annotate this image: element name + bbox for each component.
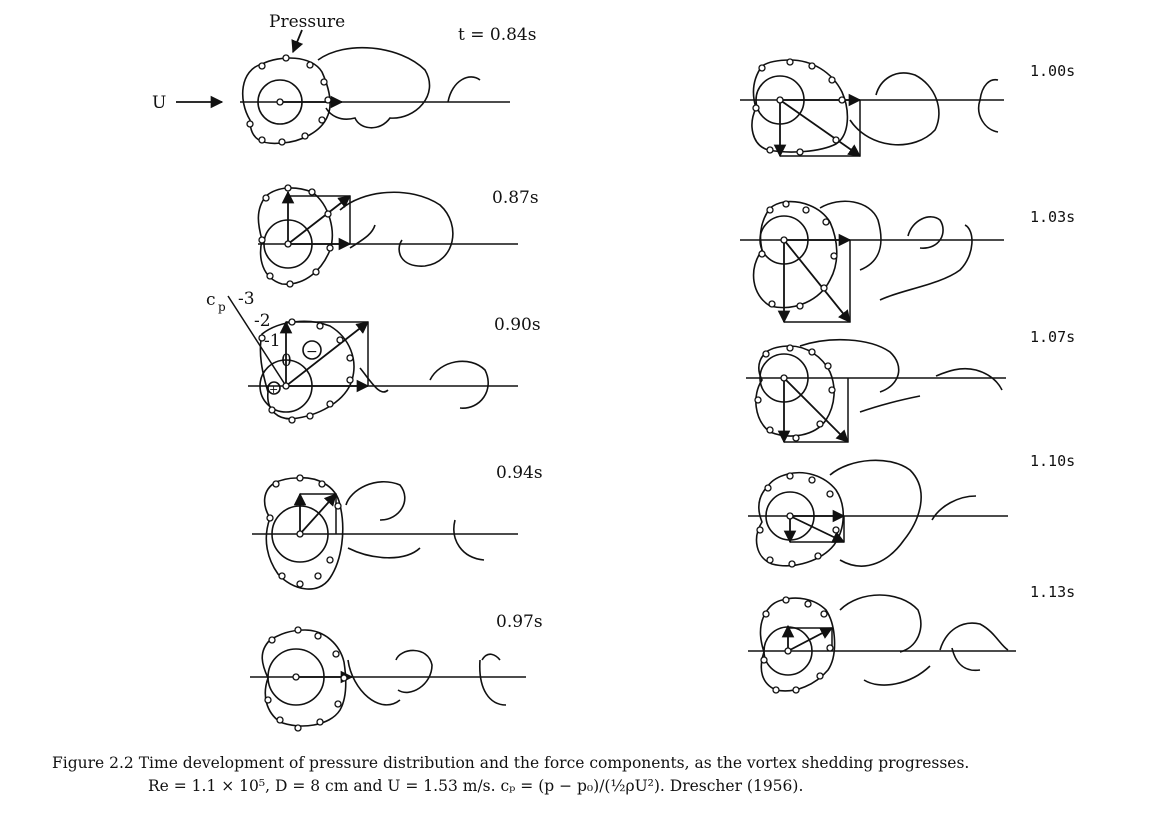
frame-left-5: 0.97s — [250, 612, 543, 732]
caption-line-2: Re = 1.1 × 10⁵, D = 8 cm and U = 1.53 m/… — [148, 777, 804, 795]
pressure-envelope — [242, 57, 331, 145]
time-label: 1.03s — [1030, 208, 1075, 226]
pressure-pointer-arrow — [291, 29, 304, 54]
time-label: 0.94s — [496, 463, 543, 483]
time-label: 0.87s — [492, 188, 539, 208]
svg-text:p: p — [218, 300, 226, 314]
frame-left-4: 0.94s — [252, 463, 543, 590]
frame-left-2: 0.87s — [257, 184, 539, 288]
minus-region-marker — [302, 340, 322, 360]
caption-line-1: Figure 2.2 Time development of pressure … — [52, 754, 970, 772]
figure-caption: Figure 2.2 Time development of pressure … — [52, 752, 1142, 798]
flow-velocity-label: U — [152, 93, 166, 113]
pressure-label: Pressure — [269, 12, 345, 32]
svg-text:-2: -2 — [254, 311, 271, 331]
cp-scale: c p -3 -2 -1 0 — [206, 289, 292, 387]
time-label: 0.97s — [496, 612, 543, 632]
svg-text:-3: -3 — [238, 289, 255, 309]
time-label: 1.10s — [1030, 452, 1075, 470]
time-label: t = 0.84s — [458, 25, 536, 45]
svg-text:−: − — [306, 344, 318, 360]
svg-text:c: c — [206, 290, 216, 310]
time-label: 1.00s — [1030, 62, 1075, 80]
plus-region-marker — [267, 381, 281, 395]
frame-right-1: 1.00s — [740, 58, 1075, 158]
svg-text:-1: -1 — [264, 331, 281, 351]
frame-left-3: 0.90s c p -3 -2 -1 0 − + — [206, 289, 541, 424]
frame-right-4: 1.10s — [748, 452, 1075, 568]
frame-right-2: 1.03s — [740, 200, 1075, 324]
time-label: 0.90s — [494, 315, 541, 335]
frame-left-1: t = 0.84s — [240, 25, 536, 146]
time-label: 1.13s — [1030, 583, 1075, 601]
figure-panel: Pressure U t = 0.84s 0.87s — [152, 12, 1075, 732]
frame-right-3: 1.07s — [746, 328, 1075, 444]
frame-right-5: 1.13s — [748, 583, 1075, 694]
time-label: 1.07s — [1030, 328, 1075, 346]
svg-text:+: + — [269, 383, 278, 396]
